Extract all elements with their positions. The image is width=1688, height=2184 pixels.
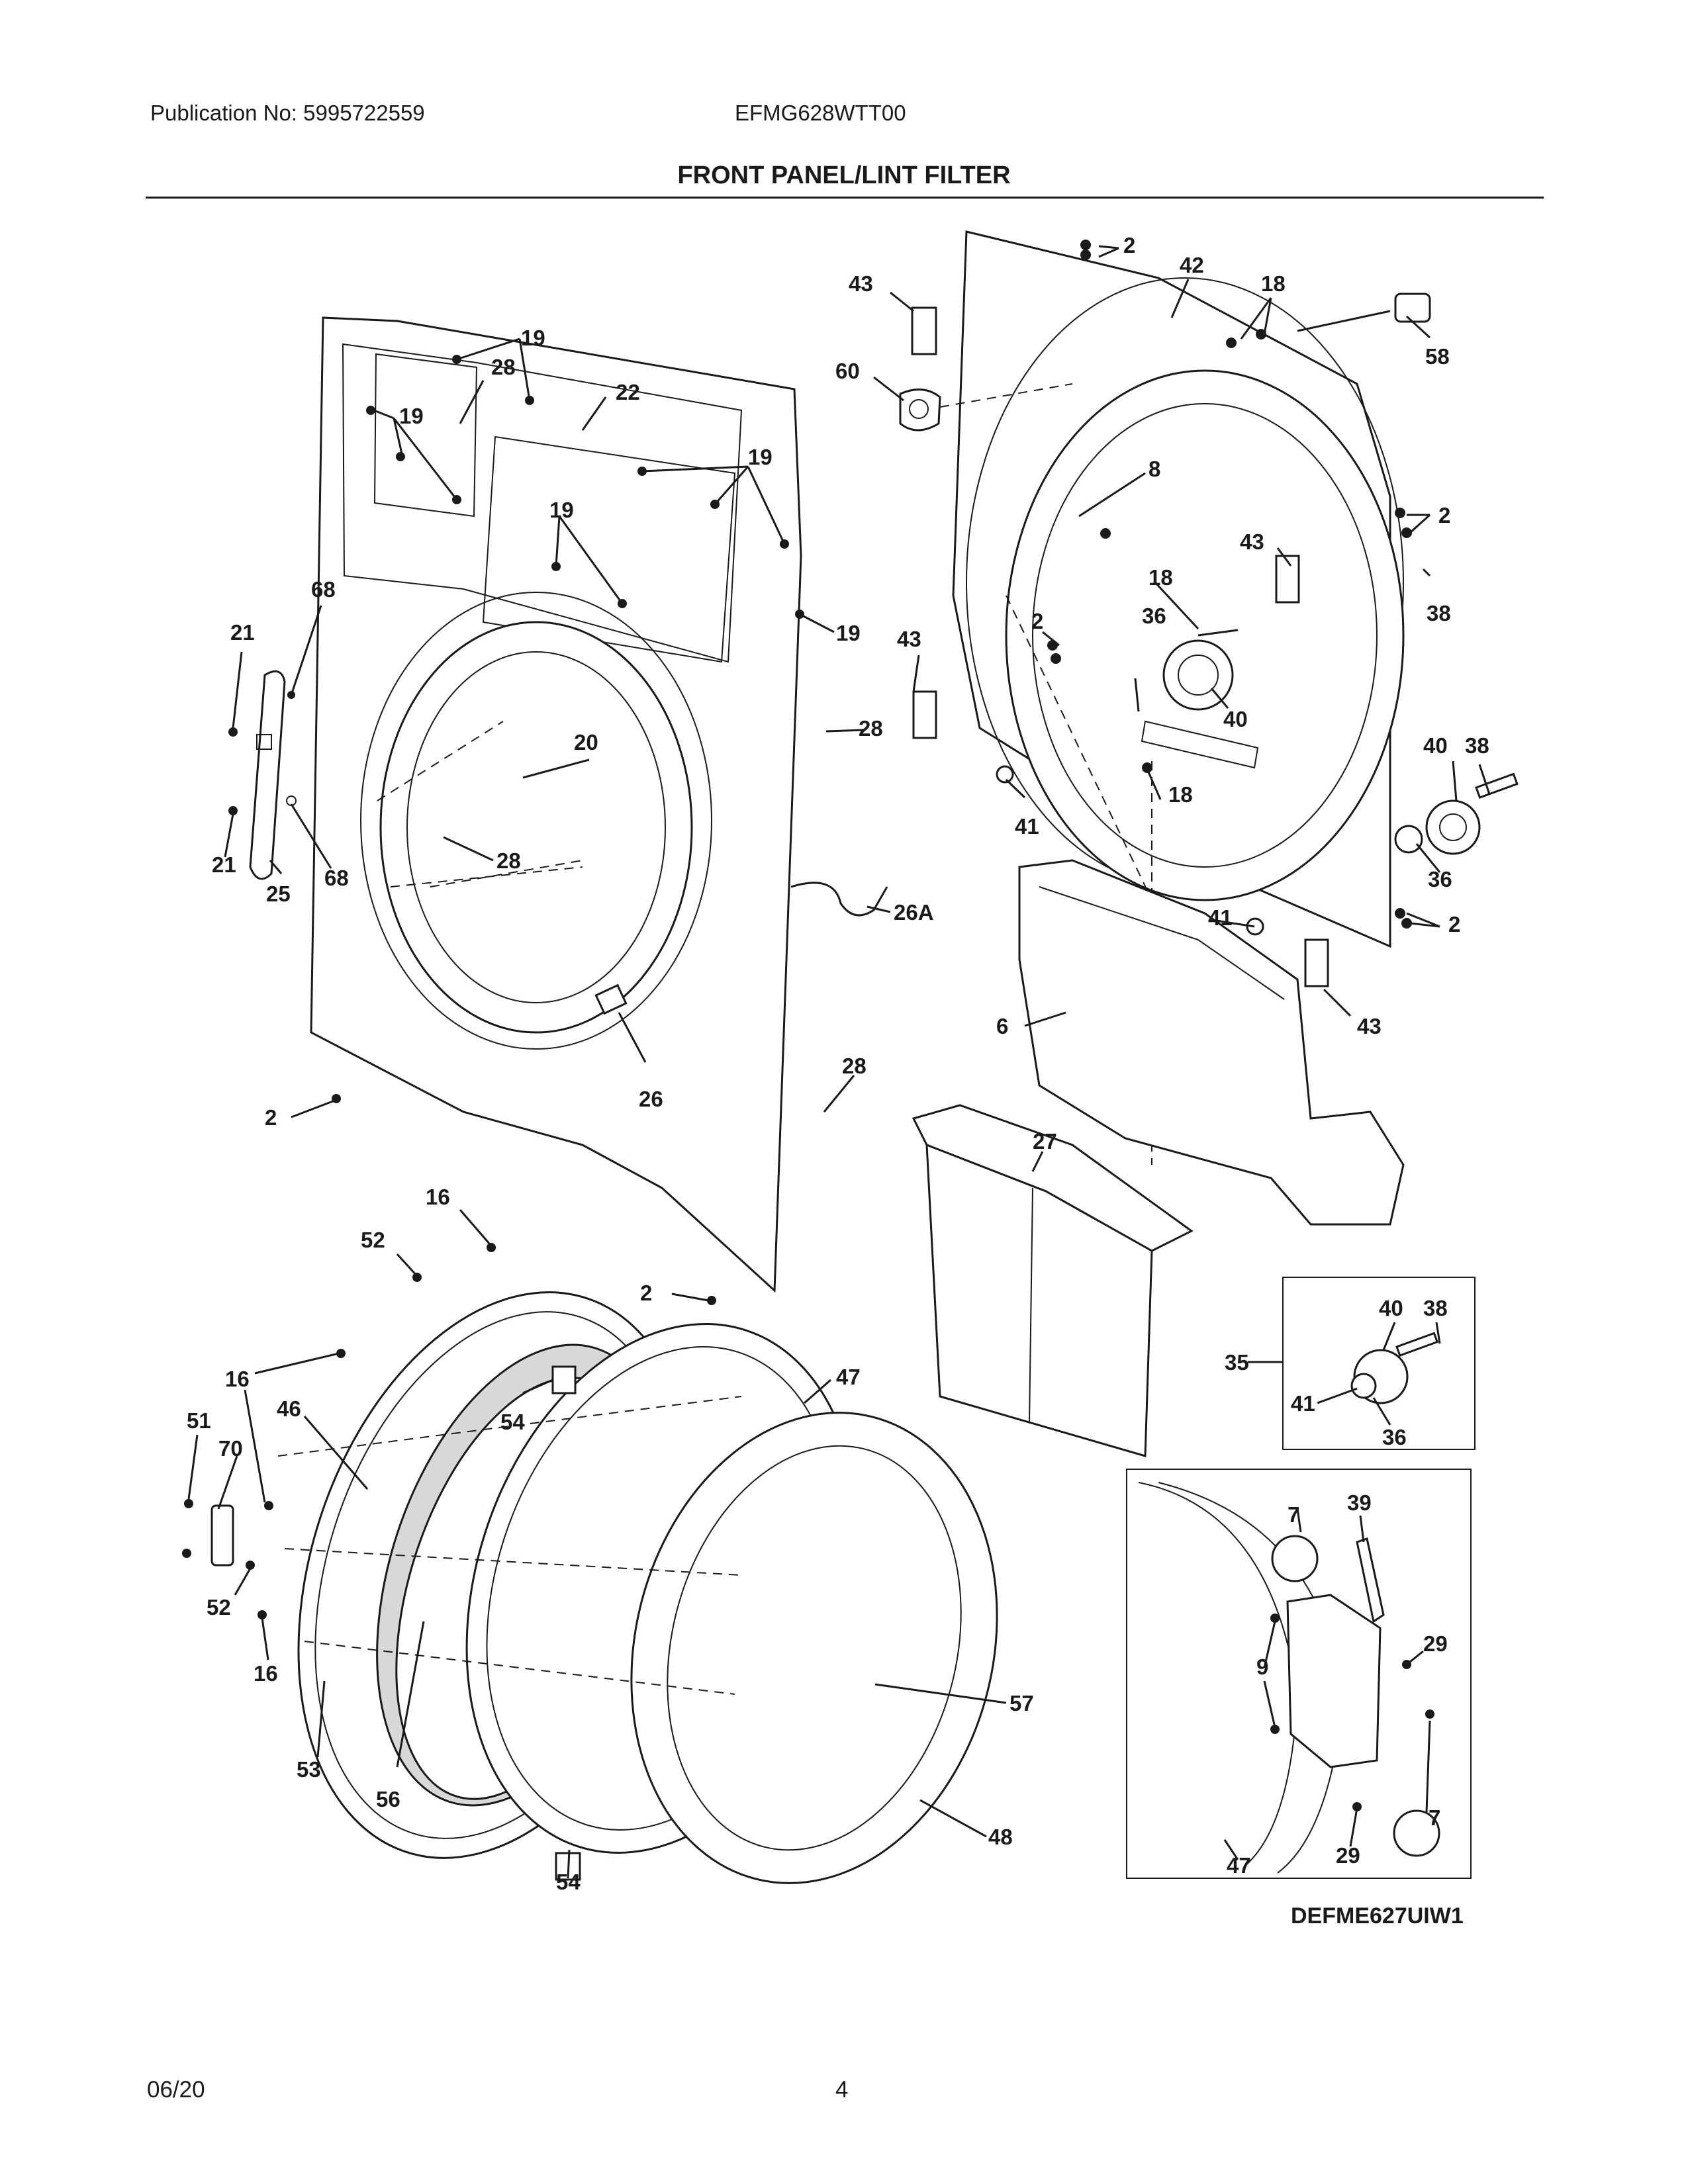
callout-43: 43 [897,627,921,651]
callout-70: 70 [218,1436,243,1461]
footer-date: 06/20 [147,2077,205,2103]
callout-2: 2 [1448,912,1460,936]
bulkhead [899,230,1405,1165]
callout-38: 38 [1423,1296,1448,1320]
callout-41: 41 [1208,905,1233,930]
callout-16: 16 [426,1185,450,1209]
callout-8: 8 [1149,457,1160,481]
callout-35: 35 [1225,1350,1249,1375]
callout-28: 28 [496,848,521,873]
callout-40: 40 [1379,1296,1403,1320]
callout-25: 25 [266,882,291,906]
title-divider [146,197,1544,199]
hinge-brackets [911,306,1329,987]
callout-58: 58 [1425,344,1450,369]
callout-52: 52 [361,1228,385,1252]
callout-2: 2 [1438,503,1450,527]
callout-43: 43 [1240,529,1264,554]
callout-19: 19 [748,445,773,469]
lint-duct [1018,859,1405,1226]
page-title: FRONT PANEL/LINT FILTER [677,161,1011,189]
callout-39: 39 [1347,1490,1372,1515]
callout-19: 19 [521,326,545,350]
callout-19: 19 [836,621,861,645]
callout-22: 22 [616,380,640,404]
callout-27: 27 [1033,1129,1057,1154]
callout-18: 18 [1149,565,1173,590]
callout-47: 47 [1227,1853,1251,1878]
callout-60: 60 [835,359,860,383]
callout-43: 43 [1357,1014,1382,1038]
callout-53: 53 [297,1757,321,1782]
callout-2: 2 [640,1281,652,1305]
callout-51: 51 [187,1408,211,1433]
callout-26A: 26A [894,900,934,925]
callout-68: 68 [324,866,349,890]
callout-36: 36 [1428,867,1452,891]
callout-68: 68 [311,577,336,602]
callout-43: 43 [849,271,873,296]
callout-18: 18 [1168,782,1193,807]
callout-41: 41 [1291,1391,1315,1416]
callout-19: 19 [399,404,424,428]
callout-20: 20 [574,730,598,754]
callout-21: 21 [212,852,236,877]
callout-21: 21 [230,620,255,645]
callout-36: 36 [1142,604,1166,628]
callout-38: 38 [1427,601,1451,625]
diagram-code: DEFME627UIW1 [1291,1903,1464,1929]
side-bracket [228,670,297,880]
callout-16: 16 [225,1367,250,1391]
callout-48: 48 [988,1825,1013,1849]
model-number: EFMG628WTT00 [735,101,906,125]
callout-36: 36 [1382,1425,1407,1449]
callout-28: 28 [842,1054,867,1078]
front-panel [310,316,802,1293]
callout-7: 7 [1429,1805,1440,1830]
drum-roller [1394,772,1519,855]
callout-6: 6 [996,1014,1008,1038]
lint-filter [912,1104,1194,1457]
fastener-screws [182,240,1434,1811]
callout-26: 26 [639,1087,663,1111]
page-number: 4 [835,2077,849,2103]
callout-19: 19 [549,498,574,522]
callout-2: 2 [1123,233,1135,257]
callout-29: 29 [1336,1843,1360,1868]
callout-9: 9 [1256,1655,1268,1679]
callout-28: 28 [859,716,883,741]
callout-54: 54 [556,1870,581,1894]
callout-7: 7 [1288,1502,1299,1527]
callout-29: 29 [1423,1631,1448,1656]
callout-16: 16 [254,1661,278,1686]
drum-front-assembly [211,1291,998,1884]
callout-40: 40 [1223,707,1248,731]
roller-kit-inset [1282,1277,1476,1450]
callout-2: 2 [265,1105,277,1130]
callout-47: 47 [836,1365,861,1389]
callout-numbers: 2 42 18 43 60 58 19 28 22 19 19 19 19 8 … [187,233,1489,1894]
thermistor [1297,293,1431,332]
callout-52: 52 [207,1595,231,1619]
callout-2: 2 [1031,609,1043,633]
publication-number: Publication No: 5995722559 [150,101,425,125]
callout-41: 41 [1015,814,1039,839]
callout-42: 42 [1180,253,1204,277]
leader-lines [187,245,1491,1879]
callout-40: 40 [1423,733,1448,758]
door-hinge-inset [1126,1469,1472,1879]
callout-46: 46 [277,1396,301,1421]
wire-harness [790,882,888,917]
callout-28: 28 [491,355,516,379]
callout-18: 18 [1261,271,1286,296]
callout-54: 54 [500,1410,525,1434]
callout-38: 38 [1465,733,1489,758]
callout-56: 56 [376,1787,400,1811]
callout-57: 57 [1009,1691,1034,1715]
